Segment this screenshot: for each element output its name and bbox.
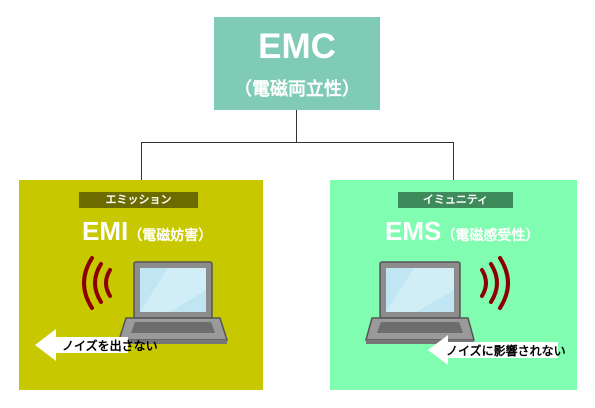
emi-laptop-icon (117, 261, 229, 344)
ems-heading: EMS（電磁感受性） (385, 216, 539, 247)
ems-signal-waves-icon (480, 256, 510, 310)
emi-paren: （電磁妨害） (128, 228, 213, 244)
ems-paren: （電磁感受性） (441, 228, 540, 244)
ems-arrow-left-icon (428, 335, 558, 365)
emc-title: EMC (258, 27, 336, 66)
connector-horizontal (141, 142, 453, 143)
emi-acronym: EMI (82, 216, 129, 246)
emission-tag: エミッション (79, 192, 198, 208)
connector-left-drop (141, 142, 142, 180)
emi-arrow-text: ノイズを出さない (62, 339, 158, 353)
connector-right-drop (453, 142, 454, 180)
ems-acronym: EMS (385, 216, 442, 246)
emi-heading: EMI（電磁妨害） (82, 216, 212, 247)
emc-subtitle: （電磁両立性） (234, 79, 360, 100)
immunity-tag: イミュニティ (398, 192, 513, 208)
emc-box: EMC （電磁両立性） (214, 17, 380, 110)
emi-signal-waves-icon (82, 256, 112, 310)
emi-arrow-left-icon (35, 329, 128, 361)
ems-arrow-text: ノイズに影響されない (446, 344, 566, 358)
ems-laptop-icon (365, 261, 475, 344)
connector-vertical-top (296, 110, 297, 143)
